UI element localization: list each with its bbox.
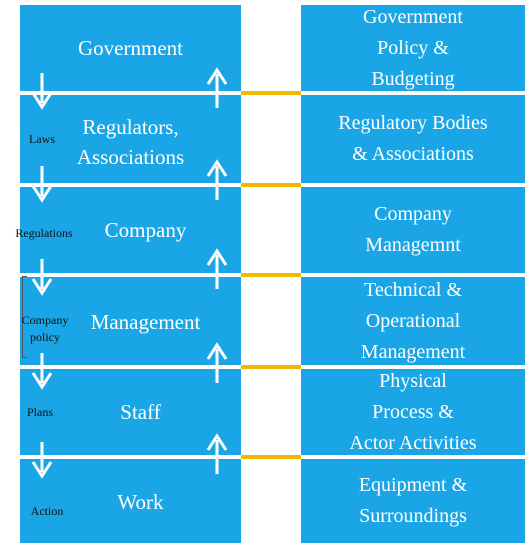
left-label-staff: Staff <box>120 400 161 424</box>
separator <box>301 273 525 277</box>
right-box-work: Equipment & Surroundings <box>301 459 525 543</box>
left-box-management: Management <box>20 277 241 365</box>
policy-bracket <box>22 276 27 358</box>
separator <box>20 183 241 187</box>
flow-label-regulations: Regulations <box>15 226 73 240</box>
right-line: Policy & <box>377 36 449 59</box>
flow-label-action: Action <box>30 504 64 518</box>
right-line: Actor Activities <box>349 431 477 454</box>
right-text: Company Managemnt <box>365 199 461 261</box>
right-text: Regulatory Bodies & Associations <box>338 108 487 170</box>
right-line: Equipment & <box>358 474 468 496</box>
right-line: Process & <box>372 400 454 423</box>
right-line: Company <box>374 203 452 225</box>
right-line: Operational <box>365 309 461 332</box>
left-box-staff: Staff <box>20 369 241 455</box>
left-label-work: Work <box>117 490 164 514</box>
arrow-up-icon <box>206 248 228 289</box>
left-label-company: Company <box>104 218 187 242</box>
separator <box>301 455 525 459</box>
arrow-down-icon <box>31 442 53 479</box>
separator <box>301 365 525 369</box>
right-line: Physical <box>379 369 447 392</box>
right-box-government: Government Policy & Budgeting <box>301 5 525 91</box>
separator <box>20 273 241 277</box>
separator <box>20 365 241 369</box>
right-line: Surroundings <box>359 505 467 527</box>
left-label-regulators: Regulators, Associations <box>76 115 185 169</box>
flow-label-laws: Laws <box>29 132 55 146</box>
right-line: Government <box>363 5 463 28</box>
separator <box>20 91 241 95</box>
left-label-management: Management <box>90 310 201 334</box>
right-line: Regulatory Bodies <box>338 112 488 134</box>
flow-label-plans: Plans <box>26 405 53 419</box>
arrow-down-icon <box>31 73 53 110</box>
right-box-company: Company Managemnt <box>301 187 525 273</box>
right-box-regulators: Regulatory Bodies & Associations <box>301 95 525 183</box>
left-box-regulators: Regulators, Associations <box>20 95 241 183</box>
right-line: Managemnt <box>365 234 461 256</box>
right-text: Government Policy & Budgeting <box>363 2 463 95</box>
level-connector <box>241 365 301 369</box>
right-text: Physical Process & Actor Activities <box>349 366 476 459</box>
separator <box>301 183 525 187</box>
arrow-down-icon <box>31 259 53 296</box>
left-box-government: Government <box>20 5 241 91</box>
right-box-management: Technical & Operational Management <box>301 277 525 365</box>
separator <box>20 455 241 459</box>
right-line: & Associations <box>352 143 474 165</box>
arrow-up-icon <box>206 67 228 108</box>
arrow-down-icon <box>31 166 53 203</box>
arrow-up-icon <box>206 342 228 383</box>
separator <box>301 91 525 95</box>
arrow-up-icon <box>206 433 228 474</box>
right-line: Budgeting <box>371 67 455 90</box>
right-line: Management <box>360 340 466 363</box>
flow-label-company-policy: Company policy <box>21 313 69 344</box>
arrow-up-icon <box>206 159 228 200</box>
level-connector <box>241 273 301 277</box>
left-label-government: Government <box>78 36 183 60</box>
arrow-down-icon <box>31 353 53 390</box>
level-connector <box>241 455 301 459</box>
right-text: Technical & Operational Management <box>361 275 465 368</box>
right-text: Equipment & Surroundings <box>359 470 467 532</box>
level-connector <box>241 91 301 95</box>
left-box-work: Work <box>20 459 241 543</box>
right-line: Technical & <box>364 278 462 301</box>
level-connector <box>241 183 301 187</box>
right-box-staff: Physical Process & Actor Activities <box>301 369 525 455</box>
left-box-company: Company <box>20 187 241 273</box>
